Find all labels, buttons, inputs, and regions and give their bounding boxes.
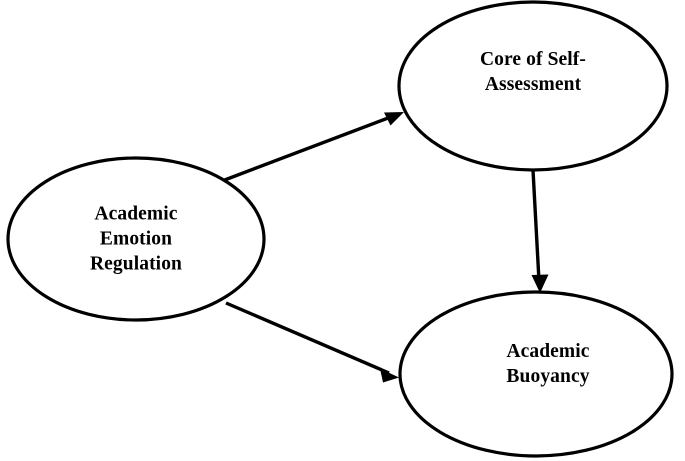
edge-aer-to-ab: [225, 301, 399, 383]
arrowhead-cosa-to-ab: [531, 274, 549, 293]
edge-cosa-to-ab: [531, 169, 549, 293]
edge-aer-to-cosa: [221, 112, 404, 183]
node-academic-buoyancy[interactable]: [398, 290, 674, 458]
edge-line-cosa-to-ab: [531, 169, 541, 282]
arrowhead-aer-to-cosa: [384, 112, 404, 126]
edge-line-aer-to-ab: [225, 301, 390, 375]
node-core-of-self-assessment[interactable]: [397, 0, 669, 172]
edge-line-aer-to-cosa: [221, 113, 397, 183]
arrowhead-aer-to-ab: [380, 368, 399, 383]
node-academic-emotion-regulation[interactable]: [6, 156, 266, 322]
